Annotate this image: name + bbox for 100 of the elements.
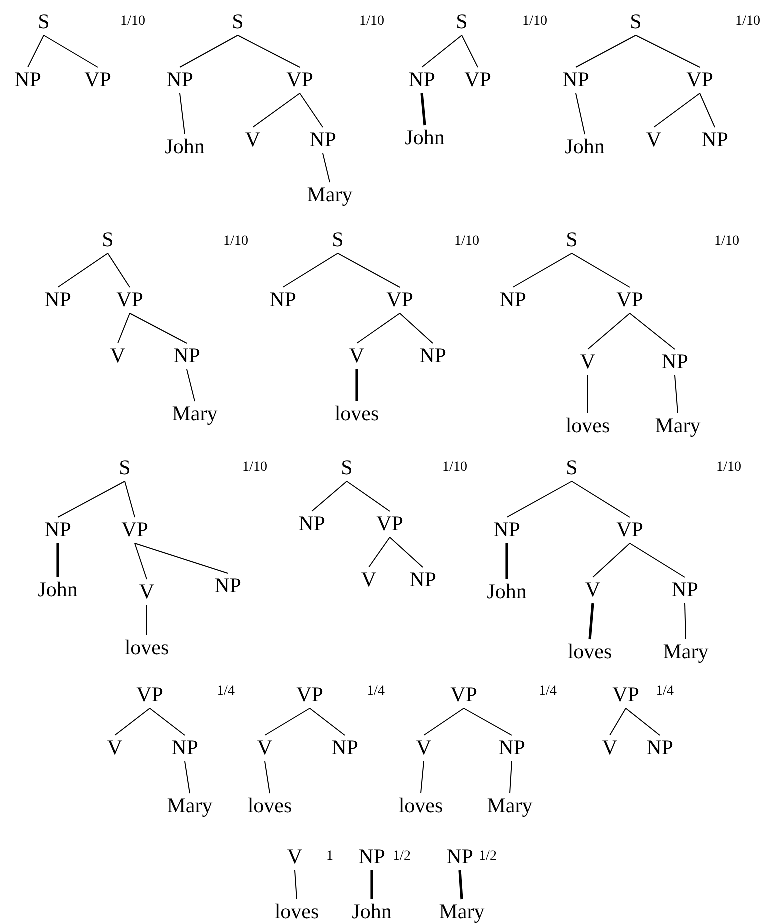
tree-node-label: NP [646, 736, 674, 760]
tree-node-label: VP [612, 684, 640, 706]
tree-node-label: NP [14, 68, 42, 92]
tree-node-label: loves [568, 640, 612, 664]
tree-branch-line [390, 537, 424, 568]
probability-label: 1/10 [242, 461, 268, 475]
tree-node-label: V [245, 128, 261, 152]
tree-node-label: John [352, 900, 392, 924]
tree-node-label: S [341, 456, 353, 480]
tree-branch-line [506, 481, 572, 518]
tree-node-label: S [566, 456, 578, 480]
tree-branch-line [464, 708, 512, 736]
tree-node-label: S [119, 456, 131, 480]
tree-branch-line [458, 870, 464, 900]
tree-node-label: V [602, 736, 618, 760]
tree-node-label: loves [566, 414, 610, 438]
tree-branch-line [370, 870, 374, 900]
tree-node-label: Mary [167, 794, 213, 818]
tree-branch-line [338, 253, 400, 288]
tree-node-label: VP [616, 518, 644, 542]
tree-branch-line [180, 93, 186, 135]
tree-branch-line [674, 375, 678, 414]
probability-label: 1/10 [224, 235, 248, 249]
probability-label: 1/4 [367, 685, 385, 699]
tree-branch-line [108, 253, 130, 288]
tree-branch-line [510, 761, 512, 794]
tree-branch-line [610, 708, 626, 736]
tree-branch-line [118, 313, 130, 344]
tree-branch-line [588, 603, 594, 640]
tree-branch-line [264, 708, 310, 736]
tree-node-label: NP [214, 574, 242, 598]
tree-node-label: VP [122, 518, 148, 542]
tree-branch-line [636, 35, 700, 68]
tree-node-label: NP [498, 736, 526, 760]
tree-branch-line [684, 603, 686, 640]
tree-node-label: Mary [655, 414, 701, 438]
tree-node-label: VP [464, 68, 492, 92]
tree-node-label: loves [124, 636, 170, 660]
tree-node-label: VP [376, 512, 404, 536]
tree-node-label: V [349, 344, 365, 368]
tree-branch-line [420, 761, 424, 794]
tree-node-label: NP [310, 128, 336, 152]
probability-label: 1/10 [454, 235, 480, 249]
tree-branch-line [134, 543, 228, 574]
tree-branch-line [130, 313, 188, 344]
tree-node-label: NP [500, 288, 526, 312]
probability-label: 1/2 [479, 850, 497, 864]
tree-node-label: V [139, 580, 155, 604]
tree-node-label: John [405, 126, 445, 150]
tree-branch-line [146, 605, 148, 636]
tree-node-label: NP [702, 128, 728, 152]
tree-node-label: loves [398, 794, 444, 818]
tree-node-label: VP [286, 68, 314, 92]
tree-node-label: VP [450, 684, 478, 706]
tree-node-label: Mary [307, 184, 353, 206]
tree-node-label: NP [562, 68, 590, 92]
tree-branch-line [424, 708, 464, 736]
tree-node-label: NP [174, 344, 200, 368]
tree-node-label: NP [44, 288, 72, 312]
probability-label: 1/10 [716, 461, 742, 475]
tree-branch-line [588, 313, 630, 350]
tree-branch-line [572, 253, 630, 288]
tree-node-label: V [110, 344, 126, 368]
tree-branch-line [184, 761, 190, 794]
tree-branch-line [506, 544, 508, 580]
tree-node-label: VP [616, 288, 644, 312]
tree-branch-line [700, 93, 716, 128]
tree-branch-line [310, 708, 346, 736]
tree-node-label: Mary [663, 640, 709, 664]
tree-node-label: V [585, 578, 601, 602]
tree-branch-line [626, 708, 660, 736]
tree-node-label: NP [298, 512, 326, 536]
tree-branch-line [294, 870, 298, 900]
probability-label: 1/10 [736, 15, 760, 29]
probability-label: 1/4 [217, 685, 235, 699]
tree-branch-line [282, 253, 338, 288]
tree-node-label: V [580, 350, 596, 374]
tree-branch-line [134, 543, 148, 580]
tree-node-label: John [38, 578, 78, 602]
tree-branch-line [252, 93, 300, 128]
tree-branch-line [420, 93, 426, 126]
tree-branch-line [312, 481, 348, 512]
tree-node-label: V [107, 736, 123, 760]
tree-branch-line [512, 253, 572, 288]
probability-label: 1/10 [442, 461, 468, 475]
tree-branch-line [356, 370, 358, 402]
tree-branch-line [654, 93, 700, 128]
tree-node-label: NP [172, 736, 198, 760]
tree-node-label: John [165, 136, 205, 158]
tree-node-label: loves [334, 402, 380, 426]
tree-node-label: NP [420, 344, 446, 368]
tree-node-label: John [487, 580, 527, 604]
tree-node-label: NP [446, 846, 474, 868]
probability-label: 1/4 [539, 685, 557, 699]
tree-branch-line [630, 543, 686, 578]
tree-node-label: S [332, 228, 344, 252]
tree-node-label: S [630, 10, 642, 34]
tree-node-label: V [361, 568, 377, 592]
tree-node-label: VP [686, 68, 714, 92]
tree-node-label: NP [358, 846, 386, 868]
